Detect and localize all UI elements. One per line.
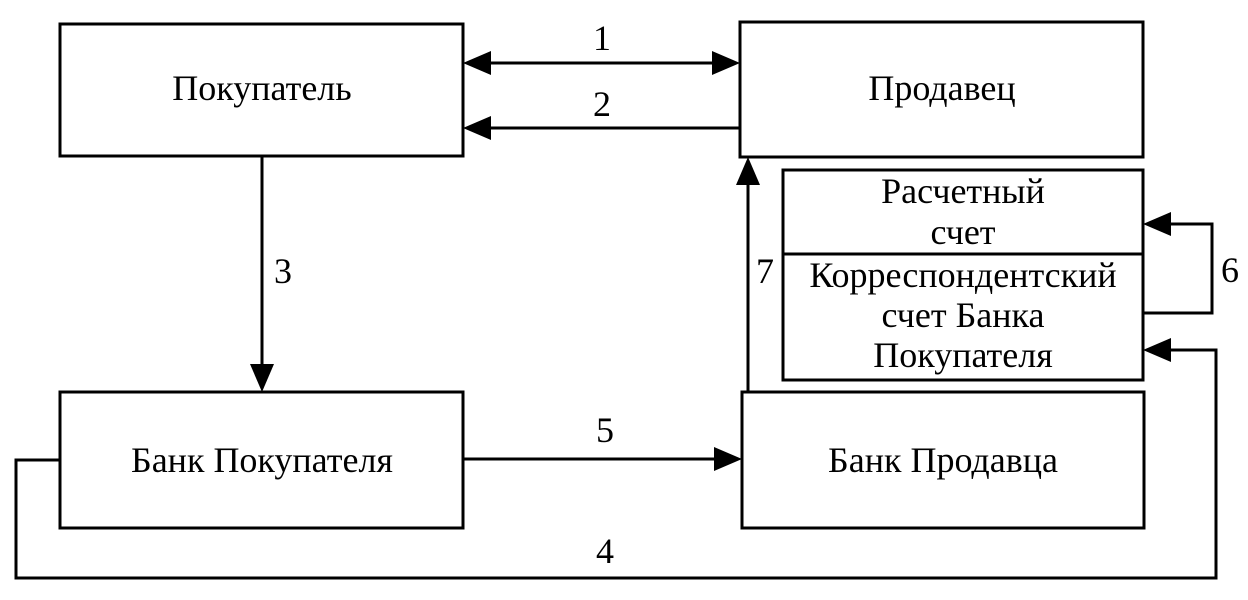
correspondent-account-line-2: счет Банка <box>882 295 1045 335</box>
edge-1: 1 <box>463 18 740 75</box>
edge-6-label: 6 <box>1221 250 1239 290</box>
edge-1-label: 1 <box>593 18 611 58</box>
node-seller-bank: Банк Продавца <box>740 390 1146 530</box>
node-buyer-bank: Банк Покупателя <box>58 390 465 530</box>
edge-1-arrowhead-right <box>712 51 740 75</box>
edge-5: 5 <box>463 410 742 471</box>
edge-2-arrowhead <box>463 116 491 140</box>
edge-3-label: 3 <box>274 251 292 291</box>
edge-7-arrowhead <box>736 157 760 185</box>
node-seller-bank-label: Банк Продавца <box>828 440 1058 480</box>
edge-3: 3 <box>250 156 292 392</box>
correspondent-account-line-3: Покупателя <box>873 335 1053 375</box>
edge-3-arrowhead <box>250 364 274 392</box>
edge-6-arrowhead <box>1143 212 1171 236</box>
node-buyer: Покупатель <box>58 22 465 158</box>
edge-4: 4 <box>14 338 1218 580</box>
node-accounts: Расчетный счет Корреспондентский счет Ба… <box>781 168 1145 382</box>
settlement-account-line-1: Расчетный <box>881 171 1045 211</box>
edge-4-arrowhead <box>1143 338 1171 362</box>
settlement-account-line-2: счет <box>930 212 995 252</box>
edge-7-label: 7 <box>756 251 774 291</box>
edge-1-arrowhead-left <box>463 51 491 75</box>
node-seller: Продавец <box>738 20 1145 159</box>
edge-4-label: 4 <box>596 531 614 571</box>
edge-2-label: 2 <box>593 84 611 124</box>
edge-6: 6 <box>1143 212 1239 315</box>
edge-5-label: 5 <box>596 410 614 450</box>
node-buyer-bank-label: Банк Покупателя <box>131 440 393 480</box>
edge-2: 2 <box>463 84 740 140</box>
correspondent-account-line-1: Корреспондентский <box>809 255 1116 295</box>
node-buyer-label: Покупатель <box>172 68 351 108</box>
edge-7: 7 <box>736 157 774 392</box>
node-seller-label: Продавец <box>868 68 1015 108</box>
edge-5-arrowhead <box>714 447 742 471</box>
